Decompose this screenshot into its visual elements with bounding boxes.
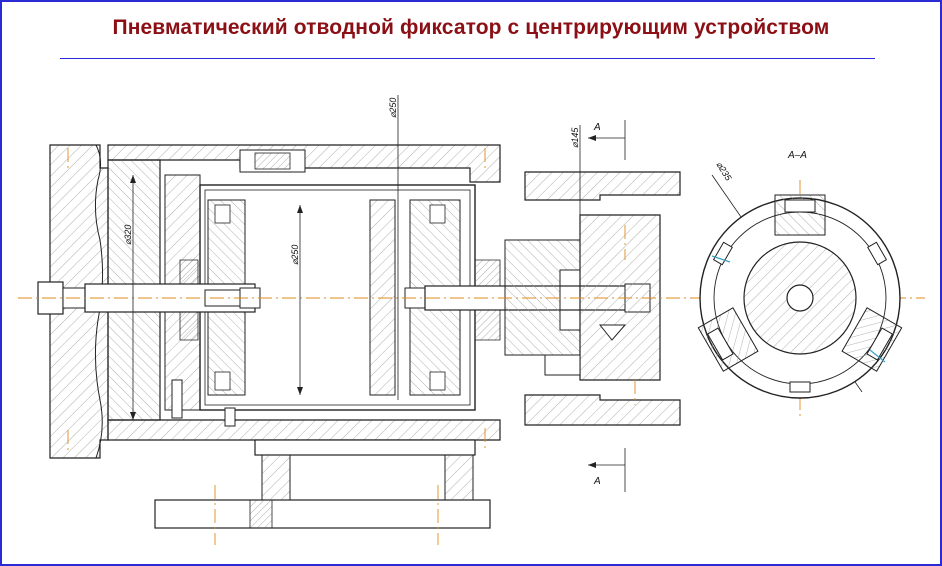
section-view-aa (697, 194, 903, 399)
dim-d320: ⌀320 (123, 225, 133, 245)
section-marker-bottom: A (593, 476, 601, 487)
base-bracket (154, 379, 491, 529)
dimension-arrows (130, 135, 596, 468)
cylinder-housing (107, 144, 501, 441)
section-marker-top: A (593, 122, 601, 133)
dim-d145: ⌀145 (570, 127, 580, 148)
page-title: Пневматический отводной фиксатор с центр… (112, 16, 830, 39)
centering-unit (504, 171, 681, 426)
dim-d235: ⌀235 (714, 160, 734, 183)
title-underline (60, 58, 875, 59)
dim-d250-inner: ⌀250 (290, 245, 300, 265)
dim-d250-top: ⌀250 (388, 98, 398, 118)
section-view-label: A–A (787, 150, 807, 161)
